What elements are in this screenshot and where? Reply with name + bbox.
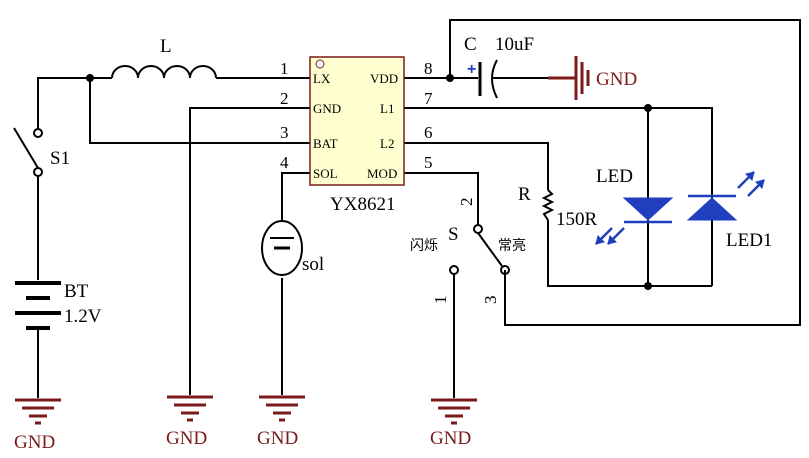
ic-pin-8-name: VDD <box>370 71 398 86</box>
gnd1-label: GND <box>14 432 55 453</box>
cap-gnd-label: GND <box>596 69 637 90</box>
ic-pin-8-num: 8 <box>424 59 433 78</box>
led1-label: LED1 <box>726 230 772 251</box>
switch-s-pin3: 3 <box>481 296 500 305</box>
resistor-r: R 150R <box>518 184 598 230</box>
ground-3: GND <box>257 395 305 449</box>
ic-pin-5-name: MOD <box>367 166 397 181</box>
ic-pin-7-name: L1 <box>380 101 394 116</box>
resistor-value: 150R <box>556 209 598 230</box>
switch-s: S 闪烁 常亮 2 1 3 <box>410 198 526 305</box>
gnd2-label: GND <box>166 428 207 449</box>
ic-pin-6-num: 6 <box>424 123 433 142</box>
ic-pin-2-num: 2 <box>280 89 289 108</box>
battery-value: 1.2V <box>64 306 102 327</box>
ground-2: GND <box>166 395 213 449</box>
ic-pin-4-name: SOL <box>313 166 338 181</box>
ic-pin-2-name: GND <box>313 101 341 116</box>
ic-pin-1-num: 1 <box>280 59 289 78</box>
ic-pin-4-num: 4 <box>280 153 289 172</box>
capacitor-value: 10uF <box>495 34 534 55</box>
switch-s1-label: S1 <box>50 148 70 169</box>
ground-1: GND <box>14 398 61 453</box>
capacitor-label: C <box>464 34 477 55</box>
solar-cell: sol <box>261 220 324 276</box>
switch-s-flash-label: 闪烁 <box>410 238 438 254</box>
ic-pin-5-num: 5 <box>424 153 433 172</box>
ic-pin-6-name: L2 <box>380 136 394 151</box>
cap-ground: GND <box>548 56 637 100</box>
switch-s1: S1 <box>13 127 70 177</box>
ic-pin-7-num: 7 <box>424 89 433 108</box>
capacitor-c: C 10uF + <box>464 34 548 99</box>
switch-s-steady-label: 常亮 <box>498 237 526 254</box>
switch-s-pin2: 2 <box>457 198 476 207</box>
gnd3-label: GND <box>257 428 298 449</box>
led1: LED1 <box>686 171 772 251</box>
ic-pin-3-num: 3 <box>280 123 289 142</box>
inductor-label: L <box>160 36 172 57</box>
ic-pin-1-name: LX <box>313 71 331 86</box>
ground-4: GND <box>430 398 477 449</box>
battery-label: BT <box>64 281 89 302</box>
junction-dots <box>86 74 652 290</box>
ic-pin-3-name: BAT <box>313 136 338 151</box>
inductor-l: L <box>111 36 217 79</box>
resistor-label: R <box>518 184 531 205</box>
led-label: LED <box>596 166 633 187</box>
battery-bt: BT 1.2V <box>15 281 102 330</box>
capacitor-plus-icon: + <box>467 61 476 78</box>
gnd4-label: GND <box>430 428 471 449</box>
ic-yx8621: YX8621 1 LX 2 GND 3 BAT 4 SOL 8 VDD 7 L1… <box>280 56 433 215</box>
wires <box>37 19 801 398</box>
ic-name: YX8621 <box>330 194 395 215</box>
switch-s-label: S <box>448 224 459 245</box>
led: LED <box>595 166 674 245</box>
switch-s-pin1: 1 <box>431 296 450 305</box>
solar-label: sol <box>302 254 324 275</box>
